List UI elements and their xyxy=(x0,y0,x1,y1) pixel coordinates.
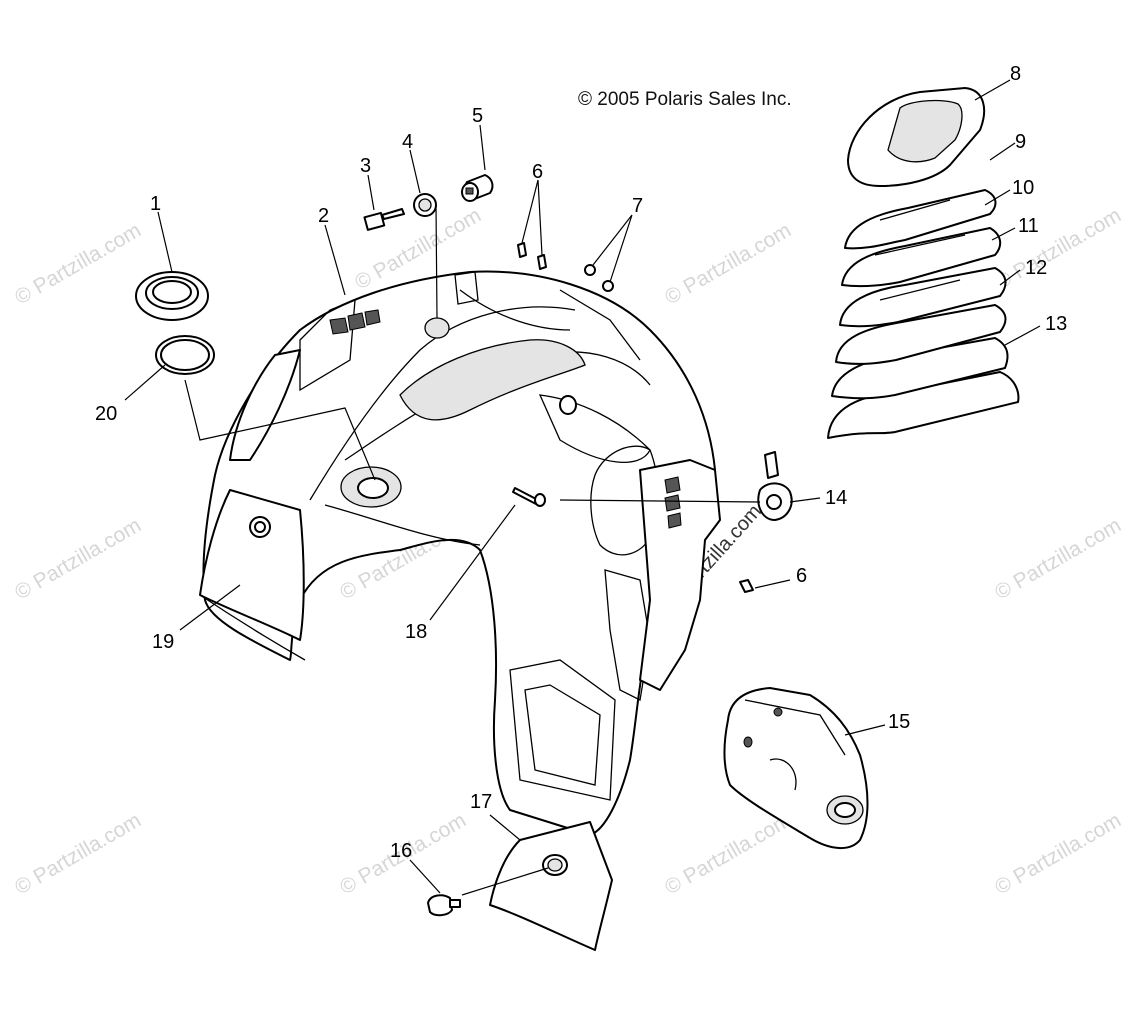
part-16-knob xyxy=(427,894,461,917)
watermark: © Partzilla.com xyxy=(661,809,795,900)
part-1-grommet xyxy=(135,271,209,321)
callout-3: 3 xyxy=(360,155,371,177)
leader-lines xyxy=(124,79,1041,896)
part-5-switch xyxy=(461,174,494,202)
callout-7: 7 xyxy=(632,195,643,217)
part-14-bracket xyxy=(757,451,793,521)
callout-13: 13 xyxy=(1045,313,1067,335)
callout-labels: 1 2 3 4 5 6 7 8 9 10 11 12 13 14 6 15 16… xyxy=(95,63,1067,862)
watermark: © Partzilla.com xyxy=(991,514,1125,605)
callout-19: 19 xyxy=(152,631,174,653)
callout-9: 9 xyxy=(1015,131,1026,153)
callout-2: 2 xyxy=(318,205,329,227)
part-18-pin xyxy=(512,487,546,507)
watermark: © Partzilla.com xyxy=(11,219,145,310)
callout-20: 20 xyxy=(95,403,117,425)
part-19-panel xyxy=(199,489,306,661)
part-17-cover xyxy=(489,821,613,951)
part-6-screws xyxy=(517,242,754,593)
watermark: © Partzilla.com xyxy=(991,204,1125,295)
part-15-cover xyxy=(723,687,869,849)
watermark: © Partzilla.com xyxy=(11,809,145,900)
callout-8: 8 xyxy=(1010,63,1021,85)
callout-17: 17 xyxy=(470,791,492,813)
callout-6: 6 xyxy=(532,161,543,183)
watermark: © Partzilla.com xyxy=(11,514,145,605)
callout-6b: 6 xyxy=(796,565,807,587)
callout-12: 12 xyxy=(1025,257,1047,279)
watermark: © Partzilla.com xyxy=(991,809,1125,900)
callout-5: 5 xyxy=(472,105,483,127)
callout-15: 15 xyxy=(888,711,910,733)
callout-1: 1 xyxy=(150,193,161,215)
part-7-screws xyxy=(584,264,614,292)
part-20-o-ring xyxy=(155,335,215,375)
watermark: © Partzilla.com xyxy=(661,219,795,310)
part-3-key xyxy=(363,208,405,231)
callout-16: 16 xyxy=(390,840,412,862)
callout-14: 14 xyxy=(825,487,847,509)
part-4-nut xyxy=(413,193,437,217)
copyright-notice: © 2005 Polaris Sales Inc. xyxy=(578,89,792,110)
callout-18: 18 xyxy=(405,621,427,643)
bezel-stack xyxy=(827,87,1020,439)
callout-10: 10 xyxy=(1012,177,1034,199)
callout-4: 4 xyxy=(402,131,413,153)
callout-11: 11 xyxy=(1018,215,1039,237)
